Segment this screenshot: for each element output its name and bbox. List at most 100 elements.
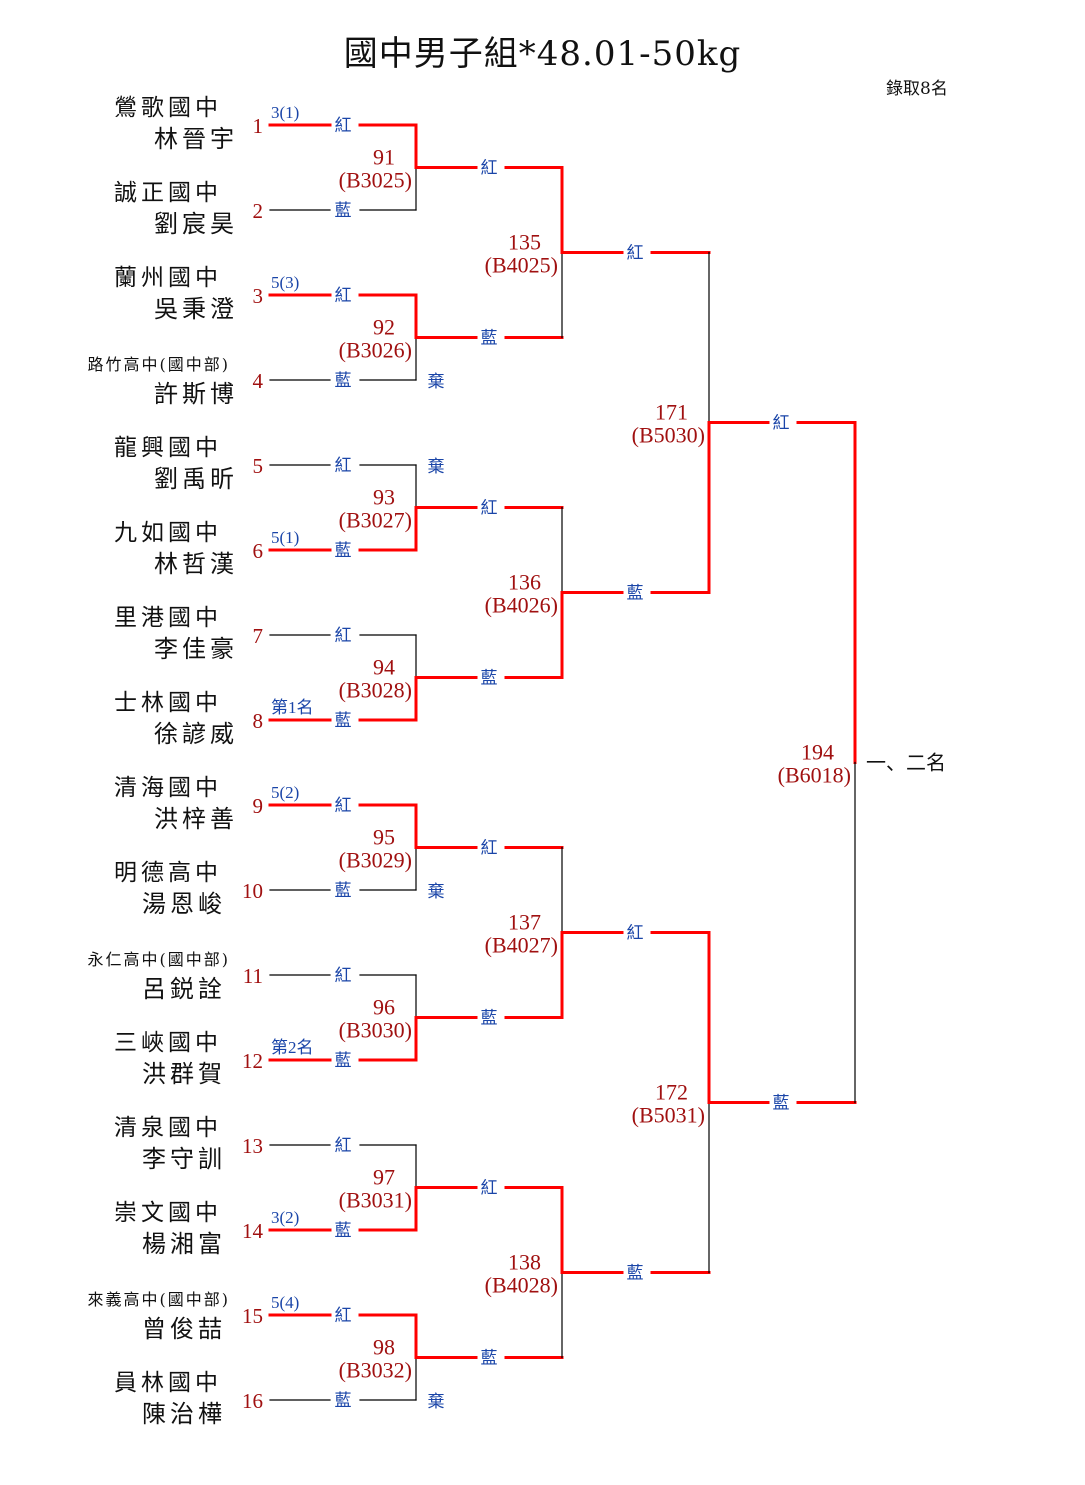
corner-label-blue: 藍 xyxy=(481,1009,498,1029)
match-code: (B5030) xyxy=(632,423,705,448)
match-code: (B3029) xyxy=(339,848,412,873)
match-number: 138 xyxy=(508,1250,541,1275)
forfeit-label: 棄 xyxy=(428,372,445,392)
match-code: (B6018) xyxy=(778,763,851,788)
corner-label-blue: 藍 xyxy=(627,1264,644,1284)
player-name: 楊湘富 xyxy=(142,1230,226,1258)
player-number: 8 xyxy=(253,709,264,733)
match-code: (B5031) xyxy=(632,1103,705,1128)
match-number: 137 xyxy=(508,910,541,935)
corner-label-red: 紅 xyxy=(773,414,790,434)
player-number: 12 xyxy=(242,1049,263,1073)
placement-label: 5(4) xyxy=(271,1293,299,1312)
school-name: 士林國中 xyxy=(114,690,222,716)
corner-label-red: 紅 xyxy=(335,1306,352,1326)
forfeit-label: 棄 xyxy=(428,1392,445,1412)
school-name: 清泉國中 xyxy=(114,1115,222,1141)
player-name: 林哲漢 xyxy=(154,550,238,578)
school-name: 三峽國中 xyxy=(114,1030,222,1056)
player-name: 劉宸昊 xyxy=(154,210,238,238)
player-name: 洪群賀 xyxy=(142,1060,226,1088)
school-name: 來義高中(國中部) xyxy=(88,1290,231,1309)
player-name: 洪梓善 xyxy=(154,805,238,833)
school-name: 九如國中 xyxy=(114,520,222,546)
player-number: 4 xyxy=(253,369,264,393)
corner-label-blue: 藍 xyxy=(335,1051,352,1071)
player-number: 14 xyxy=(242,1219,264,1243)
corner-label-blue: 藍 xyxy=(481,329,498,349)
match-number: 92 xyxy=(373,315,395,340)
match-number: 194 xyxy=(801,740,834,765)
quota-label: 錄取8名 xyxy=(886,79,948,99)
corner-label-red: 紅 xyxy=(335,456,352,476)
school-name: 永仁高中(國中部) xyxy=(88,950,231,969)
placement-label: 5(1) xyxy=(271,528,299,547)
corner-label-blue: 藍 xyxy=(335,1221,352,1241)
forfeit-label: 棄 xyxy=(428,882,445,902)
school-name: 誠正國中 xyxy=(114,180,222,206)
school-name: 明德高中 xyxy=(114,860,222,886)
player-name: 徐諺威 xyxy=(154,720,238,748)
school-name: 里港國中 xyxy=(114,605,222,631)
player-name: 陳治樺 xyxy=(142,1400,226,1428)
player-name: 呂鋭詮 xyxy=(142,975,226,1003)
corner-label-red: 紅 xyxy=(481,499,498,519)
corner-label-blue: 藍 xyxy=(335,541,352,561)
match-number: 95 xyxy=(373,825,395,850)
match-code: (B4026) xyxy=(485,593,558,618)
match-code: (B3027) xyxy=(339,508,412,533)
player-number: 2 xyxy=(253,199,264,223)
placement-label: 第1名 xyxy=(271,698,314,717)
page-title: 國中男子組*48.01-50kg xyxy=(343,34,742,74)
player-number: 11 xyxy=(243,964,263,988)
corner-label-blue: 藍 xyxy=(627,584,644,604)
match-code: (B4028) xyxy=(485,1273,558,1298)
school-name: 蘭州國中 xyxy=(114,265,222,291)
player-number: 7 xyxy=(253,624,264,648)
corner-label-red: 紅 xyxy=(481,1179,498,1199)
player-number: 3 xyxy=(253,284,264,308)
final-placement-label: 一、二名 xyxy=(866,751,946,775)
player-name: 湯恩峻 xyxy=(142,890,226,918)
match-number: 172 xyxy=(655,1080,688,1105)
match-number: 93 xyxy=(373,485,395,510)
corner-label-blue: 藍 xyxy=(335,711,352,731)
placement-label: 5(2) xyxy=(271,783,299,802)
player-name: 劉禹昕 xyxy=(154,465,238,493)
school-name: 路竹高中(國中部) xyxy=(88,355,231,374)
player-number: 5 xyxy=(253,454,264,478)
match-code: (B3025) xyxy=(339,168,412,193)
corner-label-red: 紅 xyxy=(335,796,352,816)
match-code: (B3032) xyxy=(339,1358,412,1383)
placement-label: 3(2) xyxy=(271,1208,299,1227)
school-name: 員林國中 xyxy=(114,1370,222,1396)
player-number: 16 xyxy=(242,1389,263,1413)
corner-label-red: 紅 xyxy=(481,159,498,179)
match-number: 171 xyxy=(655,400,688,425)
match-number: 136 xyxy=(508,570,541,595)
corner-label-red: 紅 xyxy=(335,116,352,136)
match-code: (B4025) xyxy=(485,253,558,278)
school-name: 鶯歌國中 xyxy=(114,95,222,121)
corner-label-red: 紅 xyxy=(335,966,352,986)
corner-label-red: 紅 xyxy=(481,839,498,859)
match-code: (B3028) xyxy=(339,678,412,703)
placement-label: 5(3) xyxy=(271,273,299,292)
placement-label: 第2名 xyxy=(271,1038,314,1057)
player-number: 6 xyxy=(253,539,264,563)
player-name: 吳秉澄 xyxy=(154,295,238,323)
corner-label-blue: 藍 xyxy=(335,201,352,221)
corner-label-red: 紅 xyxy=(335,1136,352,1156)
match-code: (B3030) xyxy=(339,1018,412,1043)
school-name: 清海國中 xyxy=(114,775,222,801)
match-code: (B4027) xyxy=(485,933,558,958)
school-name: 龍興國中 xyxy=(114,435,222,461)
match-code: (B3031) xyxy=(339,1188,412,1213)
corner-label-red: 紅 xyxy=(627,244,644,264)
player-number: 10 xyxy=(242,879,263,903)
match-number: 94 xyxy=(373,655,395,680)
corner-label-blue: 藍 xyxy=(335,1391,352,1411)
match-number: 97 xyxy=(373,1165,395,1190)
school-name: 崇文國中 xyxy=(114,1200,222,1226)
corner-label-red: 紅 xyxy=(335,626,352,646)
